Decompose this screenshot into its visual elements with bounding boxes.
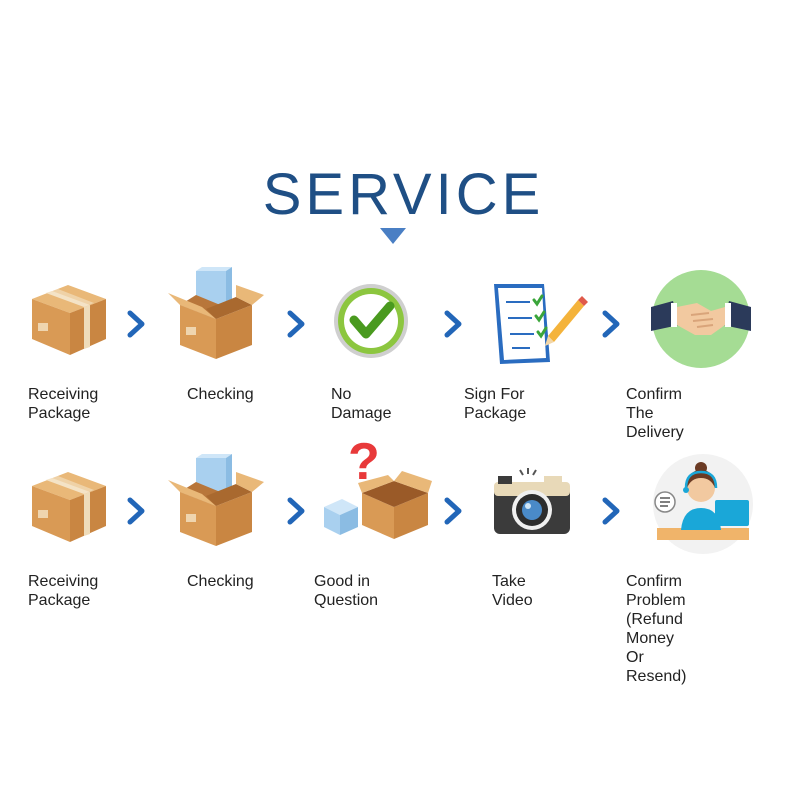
chevron-right-icon <box>444 310 462 338</box>
question-box-icon: ? <box>324 437 432 539</box>
title-caret-icon <box>380 228 406 244</box>
open-box-icon <box>168 454 264 546</box>
chevron-right-icon <box>602 310 620 338</box>
chevron-right-icon <box>127 497 145 525</box>
chevron-right-icon <box>287 497 305 525</box>
camera-icon <box>494 468 570 534</box>
flow-row-delivered: Receiving Package Checking No <box>0 265 807 465</box>
green-checkmark-icon <box>334 284 408 358</box>
checklist-pencil-icon <box>494 284 588 364</box>
step-label: Confirm The Delivery <box>626 386 684 441</box>
support-agent-icon <box>653 454 753 554</box>
service-title: SERVICE <box>262 162 545 227</box>
chevron-right-icon <box>602 497 620 525</box>
sealed-box-icon <box>32 285 106 355</box>
flow-row-problem: Receiving Package Checking ? <box>0 437 807 685</box>
step-label: Confirm Problem (Refund Money Or Resend) <box>626 573 687 685</box>
step-label: Receiving Package <box>28 386 99 422</box>
step-label: Good in Question <box>314 573 379 609</box>
step-label: Checking <box>187 573 254 590</box>
step-label: Sign For Package <box>464 386 527 422</box>
chevron-right-icon <box>444 497 462 525</box>
sealed-box-icon <box>32 472 106 542</box>
chevron-right-icon <box>287 310 305 338</box>
chevron-right-icon <box>127 310 145 338</box>
step-label: No Damage <box>331 386 392 422</box>
open-box-icon <box>168 267 264 359</box>
step-label: Receiving Package <box>28 573 99 609</box>
step-label: Take Video <box>492 573 533 609</box>
handshake-icon <box>651 270 751 368</box>
step-label: Checking <box>187 386 254 403</box>
